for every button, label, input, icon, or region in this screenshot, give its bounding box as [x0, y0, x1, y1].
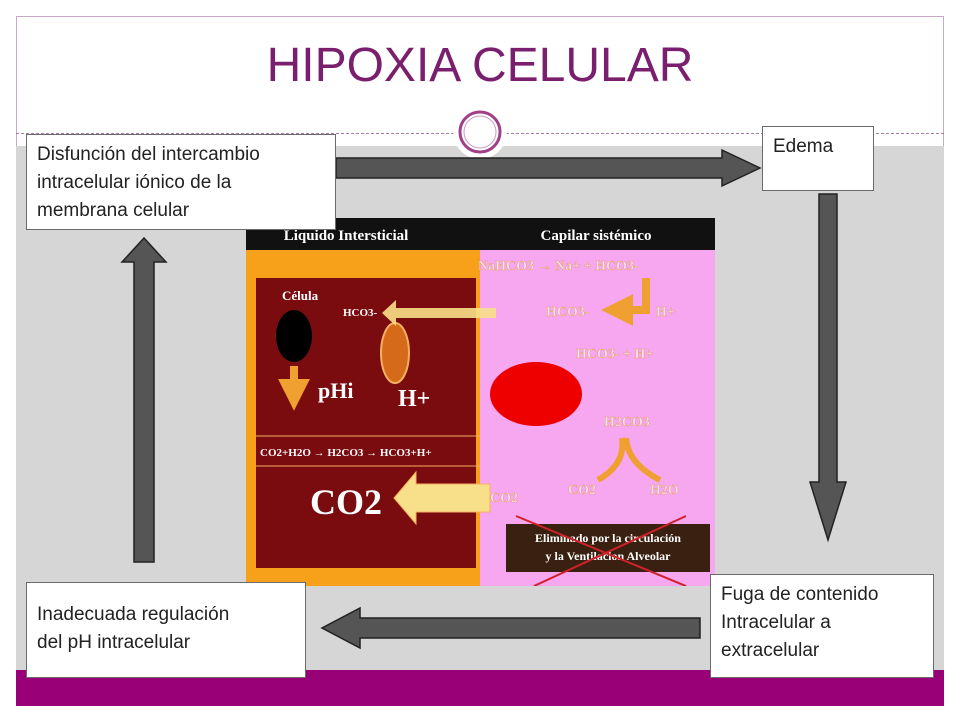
h-plus-cell: H+	[398, 386, 430, 412]
nahco3-label: NaHCO3 → Na+ + HCO3-	[478, 259, 639, 274]
cell-label: Célula	[282, 288, 319, 303]
page-title: HIPOXIA CELULAR	[266, 39, 694, 92]
reaction-cell: CO2+H2O → H2CO3 → HCO3+H+	[260, 447, 432, 459]
eliminated-box	[506, 524, 710, 572]
split-arrows	[596, 437, 662, 483]
h2o-label: H2O	[650, 483, 679, 498]
box-tl-line-1: Disfunción del intercambio	[37, 144, 260, 165]
header-left: Liquido Intersticial	[284, 228, 409, 244]
header-right: Capilar sistémico	[541, 228, 652, 244]
box-br-line-2: Intracelular a	[721, 612, 831, 633]
box-ph-regulation: Inadecuada regulación del pH intracelula…	[26, 582, 306, 678]
arrow-left-bottom	[320, 606, 701, 650]
co2-export-arrow	[393, 470, 491, 526]
hco3-cell: HCO3-	[343, 307, 378, 319]
box-br-line-3: extracelular	[721, 640, 820, 661]
h-cap: H+	[656, 305, 675, 320]
box-bl-line-2: del pH intracelular	[37, 632, 191, 653]
hco3-h-label: HCO3- + H+	[576, 347, 653, 362]
phi-label: pHi	[318, 378, 353, 403]
hco3-import-arrow	[382, 300, 496, 326]
box-edema: Edema	[762, 126, 874, 191]
nucleus	[276, 310, 312, 362]
box-tl-line-3: membrana celular	[37, 200, 190, 221]
arrow-down-right	[808, 193, 848, 543]
cross-line-2	[533, 515, 687, 587]
red-blood-cell	[490, 362, 582, 426]
co2-right: CO2	[568, 483, 596, 498]
arrow-up-left	[120, 236, 168, 563]
cross-line-1	[515, 515, 687, 587]
box-br-line-1: Fuga de contenido	[721, 584, 879, 605]
eliminated-line-2: y la Ventilacion Alveolar	[545, 549, 671, 563]
bent-arrow	[601, 278, 650, 326]
co2-left: CO2	[490, 491, 518, 506]
mitochondrion	[380, 322, 410, 384]
physiology-figure: Liquido Intersticial Capilar sistémico C…	[246, 218, 715, 587]
hco3-cap: HCO3-	[546, 305, 590, 320]
box-tl-line-2: intracelular iónico de la	[37, 172, 232, 193]
box-membrane-dysfunction: Disfunción del intercambio intracelular …	[26, 134, 336, 230]
co2-big: CO2	[310, 482, 382, 522]
arrow-right-top	[335, 148, 762, 188]
box-content-leak: Fuga de contenido Intracelular a extrace…	[710, 574, 934, 678]
h2co3-label: H2CO3	[604, 415, 650, 430]
box-bl-line-1: Inadecuada regulación	[37, 604, 230, 625]
box-tr-line-1: Edema	[773, 136, 834, 157]
